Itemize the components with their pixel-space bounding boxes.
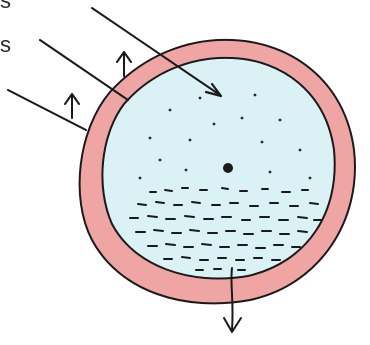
fragment-label-top: s	[0, 0, 11, 12]
center-dot-icon	[223, 163, 233, 173]
fragment-label-upper: s	[0, 34, 11, 56]
